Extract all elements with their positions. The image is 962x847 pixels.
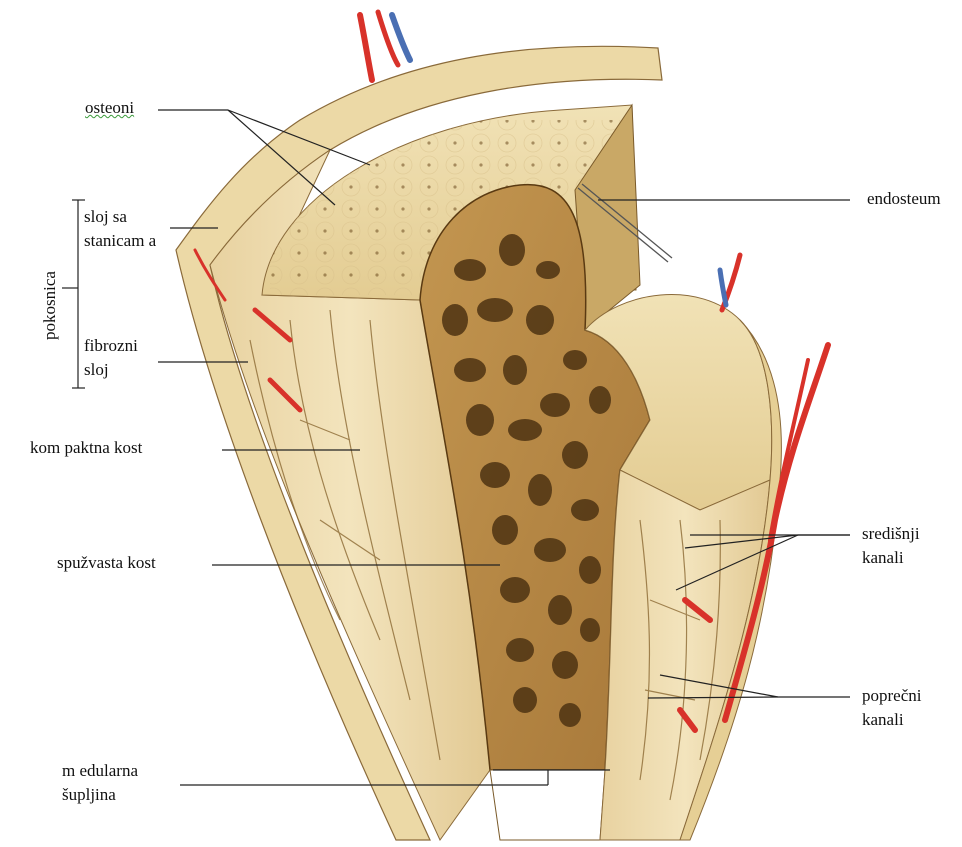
pokosnica-bracket [62,200,85,388]
label-pokosnica: pokosnica [30,231,50,300]
label-sredisnji-kanali: središnji kanali [862,522,920,570]
label-osteoni: osteoni [85,96,134,120]
label-endosteum: endosteum [867,187,941,211]
label-kompaktna-kost: kom paktna kost [30,436,142,460]
label-poprecni-kanali: poprečni kanali [862,684,921,732]
label-sloj-sa-stanicama: sloj sa stanicam a [84,205,156,253]
label-fibrozni-sloj: fibrozni sloj [84,334,138,382]
label-spuzvasta-kost: spužvasta kost [57,551,156,575]
label-medularna-supljina: m edularna šupljina [62,759,138,807]
